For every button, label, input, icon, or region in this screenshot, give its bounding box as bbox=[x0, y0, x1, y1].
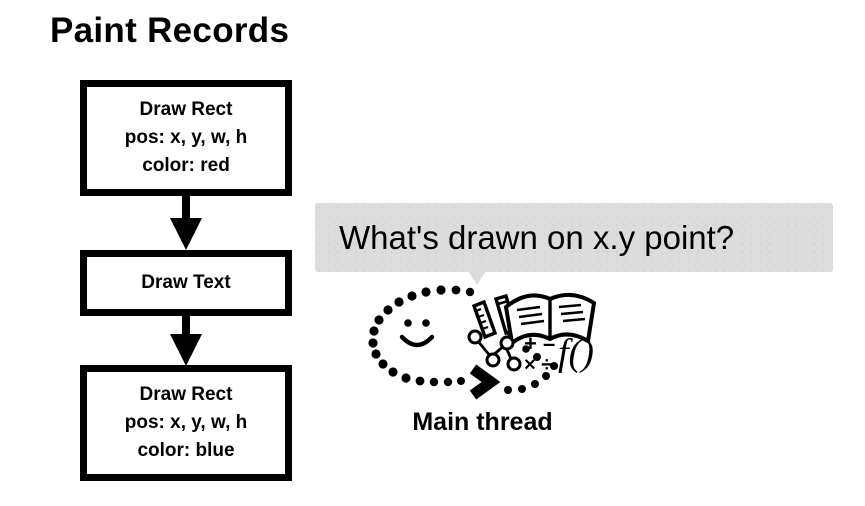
math-operators-icon: + – × ÷ bbox=[524, 331, 555, 376]
paint-record-line: pos: x, y, w, h bbox=[124, 127, 248, 148]
open-book-icon bbox=[503, 292, 597, 347]
paint-record-line: color: blue bbox=[137, 440, 235, 461]
flow-arrow-down-icon bbox=[170, 196, 202, 250]
paint-record-line: Draw Text bbox=[141, 272, 231, 293]
svg-text:f(): f() bbox=[558, 332, 594, 374]
paint-record-box-draw-text: Draw Text bbox=[80, 250, 292, 316]
flow-arrow-down-icon bbox=[170, 316, 202, 366]
smiley-face bbox=[399, 319, 435, 348]
paint-record-line: Draw Rect bbox=[139, 384, 233, 405]
main-thread-label: Main thread bbox=[412, 408, 553, 436]
svg-text:× ÷: × ÷ bbox=[524, 354, 552, 376]
arrow-shaft bbox=[182, 316, 190, 334]
page-title: Paint Records bbox=[50, 11, 290, 50]
paint-record-line: Draw Rect bbox=[139, 99, 233, 120]
paint-record-box-draw-rect-red: Draw Rect pos: x, y, w, h color: red bbox=[80, 80, 292, 196]
arrow-head bbox=[170, 218, 202, 250]
arrow-shaft bbox=[182, 196, 190, 218]
question-speech-bubble: What's drawn on x.y point? bbox=[315, 203, 833, 272]
ruler-icon bbox=[471, 299, 498, 340]
binary-tree-icon bbox=[467, 329, 522, 372]
dotted-thought-oval bbox=[368, 285, 558, 394]
question-text: What's drawn on x.y point? bbox=[339, 218, 735, 256]
arrow-head bbox=[170, 334, 202, 366]
svg-text:+ –: + – bbox=[524, 331, 555, 356]
arrow-chevron-icon bbox=[469, 364, 501, 400]
speech-bubble-tail-icon bbox=[468, 271, 486, 285]
paint-record-box-draw-rect-blue: Draw Rect pos: x, y, w, h color: blue bbox=[80, 365, 292, 481]
main-thread-illustration: + – × ÷ f() bbox=[360, 283, 605, 403]
function-notation-icon: f() bbox=[558, 332, 594, 374]
paint-record-line: pos: x, y, w, h bbox=[124, 412, 248, 433]
paint-record-line: color: red bbox=[142, 155, 230, 176]
